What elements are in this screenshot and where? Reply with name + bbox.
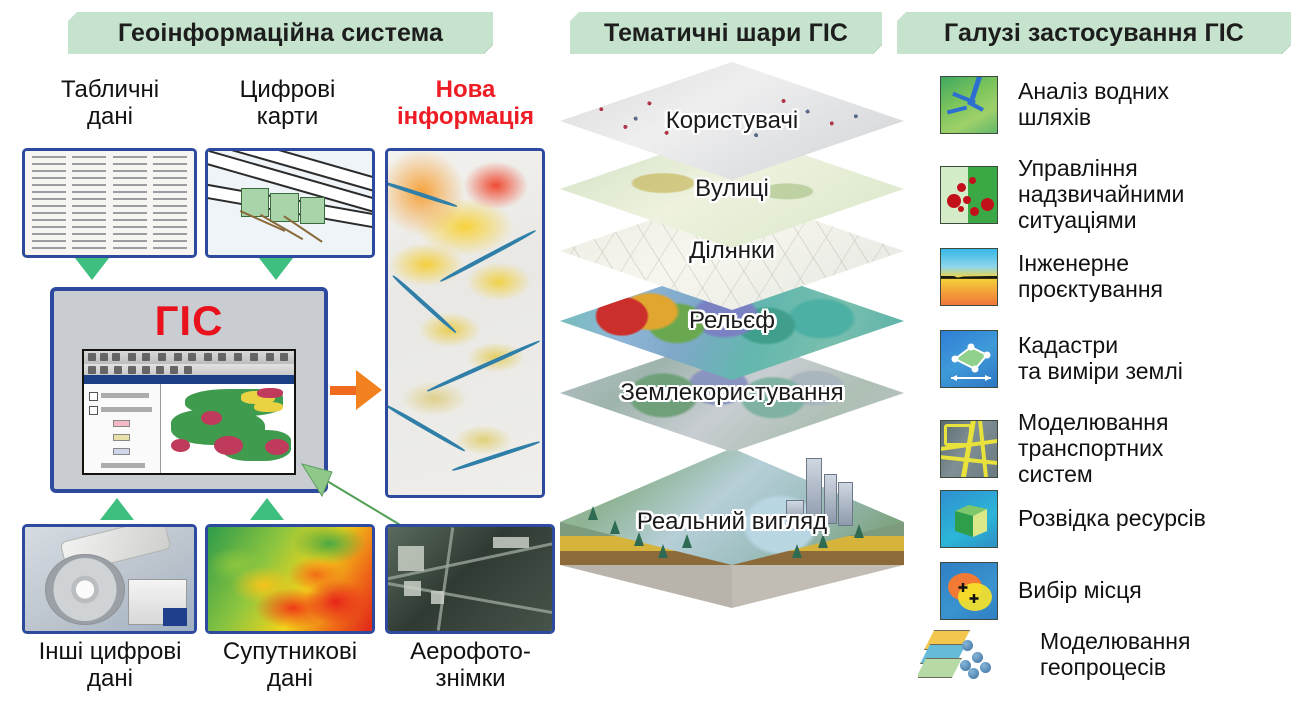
app-row-site-selection[interactable]: Вибір місця bbox=[940, 562, 1142, 620]
app-row-geoprocess-modeling[interactable]: Моделювання геопроцесів bbox=[918, 626, 1190, 684]
gis-app-layer-list bbox=[84, 384, 161, 473]
app-label-engineering-design: Інженерне проєктування bbox=[1018, 250, 1163, 302]
site-selection-icon bbox=[940, 562, 998, 620]
app-label-emergency-management: Управління надзвичайними ситуаціями bbox=[1018, 155, 1185, 233]
tabular-data-image bbox=[25, 151, 194, 255]
geo-node bbox=[962, 640, 973, 651]
satellite-data-image bbox=[208, 527, 372, 631]
app-label-water-analysis: Аналіз водних шляхів bbox=[1018, 78, 1170, 130]
arrow-shaft bbox=[330, 385, 356, 395]
device-shape bbox=[127, 579, 188, 627]
label-tabular-data: Табличні дані bbox=[60, 76, 160, 131]
app-row-water-analysis[interactable]: Аналіз водних шляхів bbox=[940, 76, 1169, 134]
other-digital-data-thumbnail bbox=[22, 524, 197, 634]
arrow-gis-to-new-information bbox=[330, 370, 382, 410]
satellite-data-thumbnail bbox=[205, 524, 375, 634]
banner-application-areas: Галузі застосування ГІС bbox=[897, 12, 1291, 54]
layer-relief-label: Рельєф bbox=[688, 307, 775, 334]
app-row-resource-exploration[interactable]: Розвідка ресурсів bbox=[940, 490, 1206, 548]
geo-node bbox=[960, 660, 971, 671]
new-information-image bbox=[388, 151, 542, 495]
water-analysis-icon bbox=[940, 76, 998, 134]
gis-app-map-canvas bbox=[160, 384, 294, 473]
label-digital-maps: Цифрові карти bbox=[239, 76, 336, 131]
banner-thematic-layers-label: Тематичні шари ГІС bbox=[603, 18, 849, 47]
layer-landuse-label: Землекористування bbox=[620, 379, 844, 406]
tree-icon bbox=[634, 532, 644, 546]
digital-maps-thumbnail bbox=[205, 148, 375, 258]
engineering-design-icon bbox=[940, 248, 998, 306]
resource-exploration-icon bbox=[940, 490, 998, 548]
digital-maps-image bbox=[208, 151, 372, 255]
building-icon bbox=[786, 500, 804, 524]
banner-application-areas-label: Галузі застосування ГІС bbox=[944, 18, 1244, 47]
cd-disc-shape bbox=[45, 554, 125, 625]
app-label-site-selection: Вибір місця bbox=[1018, 577, 1142, 604]
tree-icon bbox=[682, 534, 692, 548]
real-world-block: Реальний вигляд bbox=[560, 448, 904, 688]
gis-app-title-bar bbox=[84, 375, 294, 384]
arrow-maps-to-gis bbox=[259, 258, 293, 280]
app-label-transport-modeling: Моделювання транспортних систем bbox=[1018, 409, 1169, 487]
app-label-geoprocess-modeling: Моделювання геопроцесів bbox=[1040, 628, 1191, 680]
tree-icon bbox=[610, 520, 620, 534]
banner-thematic-layers: Тематичні шари ГІС bbox=[570, 12, 882, 54]
gis-core-title: ГІС bbox=[154, 297, 224, 344]
cadastre-survey-icon bbox=[940, 330, 998, 388]
arrow-satellite-to-gis bbox=[250, 498, 284, 520]
site-selection-glyph bbox=[948, 573, 992, 611]
arrow-tabular-to-gis bbox=[75, 258, 109, 280]
app-row-emergency-management[interactable]: Управління надзвичайними ситуаціями bbox=[940, 155, 1185, 233]
tree-icon bbox=[792, 544, 802, 558]
layer-users-label: Користувачі bbox=[665, 107, 799, 134]
gis-application-screenshot bbox=[82, 349, 296, 475]
app-row-engineering-design[interactable]: Інженерне проєктування bbox=[940, 248, 1163, 306]
tabular-data-thumbnail bbox=[22, 148, 197, 258]
real-world-label: Реальний вигляд bbox=[636, 508, 828, 535]
app-label-cadastre-survey: Кадастри та виміри землі bbox=[1018, 332, 1183, 384]
app-label-resource-exploration: Розвідка ресурсів bbox=[1018, 505, 1206, 532]
geo-node bbox=[968, 668, 979, 679]
app-row-cadastre-survey[interactable]: Кадастри та виміри землі bbox=[940, 330, 1183, 388]
tree-icon bbox=[854, 524, 864, 538]
banner-gis-system-label: Геоінформаційна система bbox=[118, 18, 443, 47]
aerial-photo-thumbnail bbox=[385, 524, 555, 634]
geo-node bbox=[980, 662, 991, 673]
emergency-management-icon bbox=[940, 165, 998, 224]
tree-icon bbox=[658, 544, 668, 558]
label-other-digital-data: Інші цифрові дані bbox=[38, 638, 182, 693]
gis-app-toolbar-top bbox=[84, 351, 294, 364]
aerial-photo-image bbox=[388, 527, 552, 631]
label-satellite-data: Супутникові дані bbox=[222, 638, 358, 693]
gis-app-toolbar-second bbox=[84, 364, 294, 375]
arrow-other-data-to-gis bbox=[100, 498, 134, 520]
geo-node bbox=[972, 652, 983, 663]
skyscraper-icon bbox=[824, 474, 837, 524]
cadastre-glyph bbox=[951, 343, 991, 381]
gis-core-panel: ГІС bbox=[50, 287, 328, 493]
layer-users: Користувачі bbox=[560, 62, 904, 180]
gis-app-body bbox=[84, 384, 294, 473]
new-information-map bbox=[385, 148, 545, 498]
thematic-layer-stack: Користувачі Вулиці Ділянки Рельєф Землек… bbox=[560, 62, 904, 482]
skyscraper-icon bbox=[838, 482, 853, 526]
skyscraper-icon bbox=[806, 458, 822, 522]
tree-icon bbox=[818, 534, 828, 548]
app-row-transport-modeling[interactable]: Моделювання транспортних систем bbox=[940, 409, 1169, 487]
label-aerial-photos: Аерофото- знімки bbox=[410, 638, 531, 693]
transport-modeling-icon bbox=[940, 419, 998, 478]
geoprocess-modeling-icon bbox=[918, 626, 998, 684]
other-digital-data-image bbox=[25, 527, 194, 631]
banner-gis-system: Геоінформаційна система bbox=[68, 12, 493, 54]
cube-glyph bbox=[955, 505, 987, 537]
arrow-head bbox=[356, 370, 382, 410]
label-new-information: Нова інформація bbox=[396, 76, 535, 131]
tree-icon bbox=[588, 506, 598, 520]
